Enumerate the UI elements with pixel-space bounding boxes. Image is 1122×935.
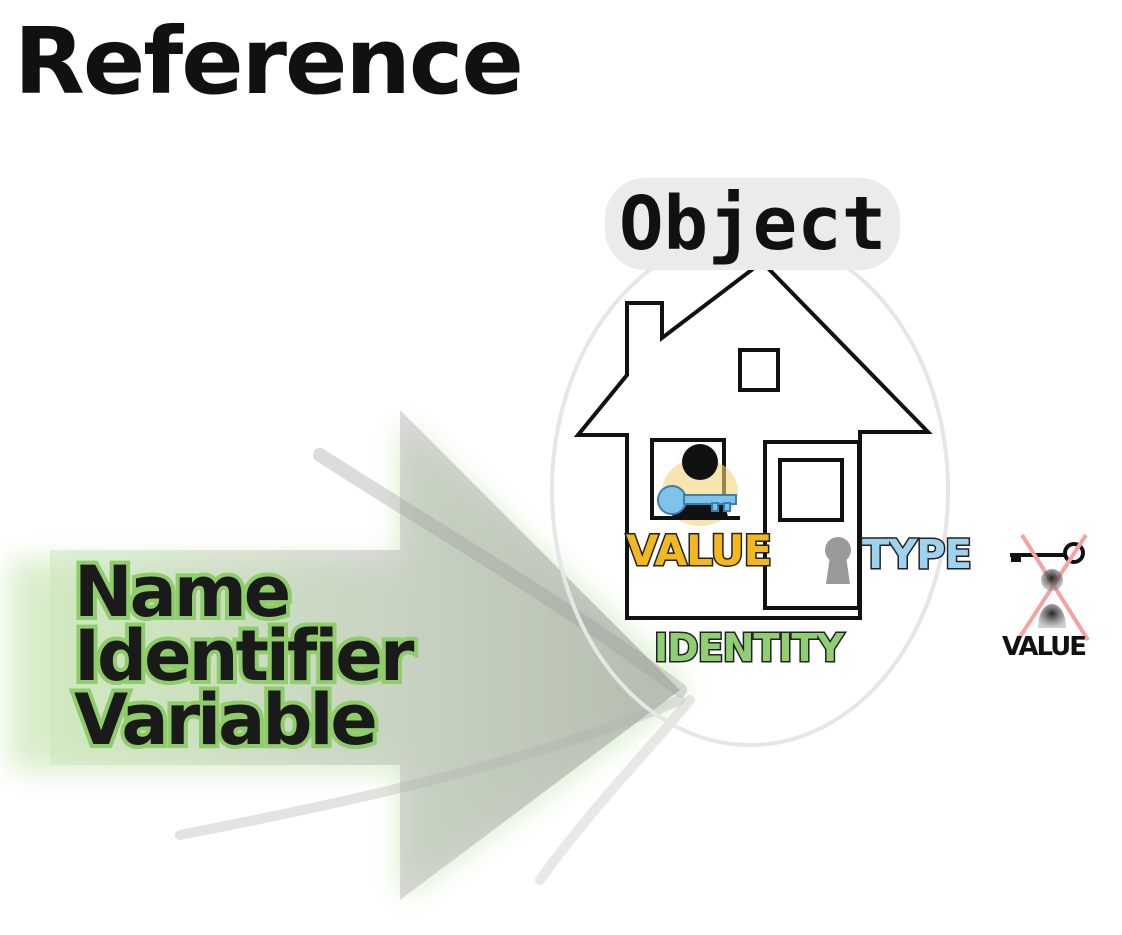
- key-icon: [657, 485, 737, 515]
- page-title: Reference: [14, 8, 524, 115]
- reference-arrow: [10, 410, 695, 900]
- identity-label: IDENTITY: [653, 625, 846, 672]
- crossed-person-icon: [1016, 533, 1090, 642]
- value-label: VALUE: [624, 525, 773, 577]
- keyhole-icon: [825, 537, 851, 584]
- name-list: Name Identifier Variable: [70, 551, 418, 761]
- object-label: Object: [605, 178, 901, 270]
- name-term: Name: [70, 551, 295, 633]
- type-label: TYPE: [861, 531, 974, 580]
- outside-value-label: VALUE: [1002, 632, 1087, 662]
- house-icon: [573, 259, 933, 620]
- variable-term: Variable: [70, 679, 382, 761]
- identifier-term: Identifier: [70, 615, 418, 697]
